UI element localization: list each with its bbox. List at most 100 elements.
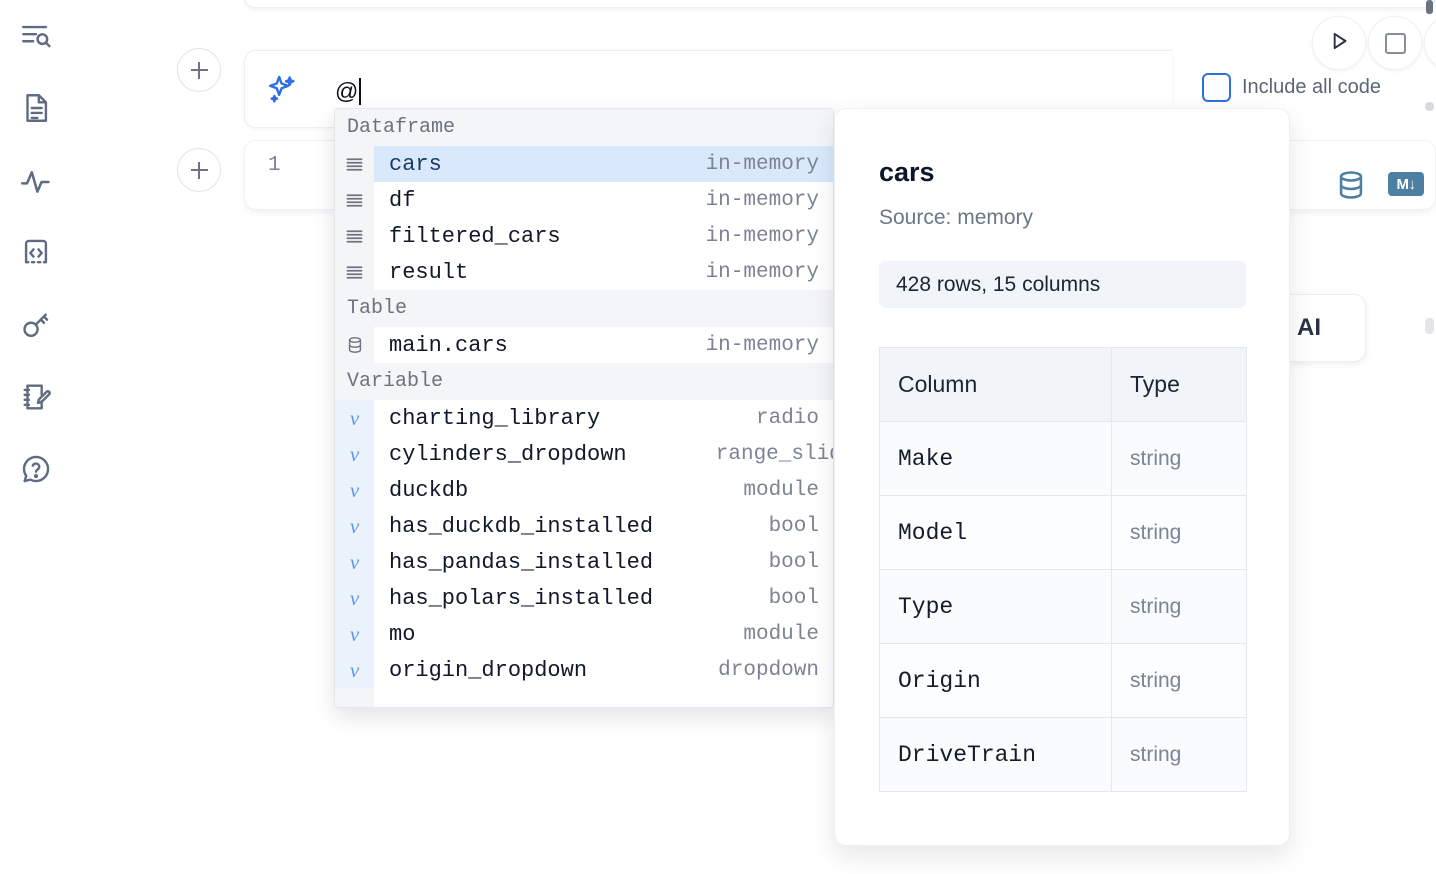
sidebar-item-activity[interactable]: [13, 159, 59, 205]
autocomplete-item[interactable]: v has_polars_installed bool: [335, 580, 833, 616]
dataframe-icon: [335, 218, 374, 254]
run-button[interactable]: [1312, 16, 1366, 70]
autocomplete-item-kind: in-memory: [705, 333, 819, 357]
cell-above-stub: [244, 0, 1436, 8]
notebook-pencil-icon: [19, 380, 53, 414]
autocomplete-item-kind: in-memory: [705, 260, 819, 284]
autocomplete-item-name: mo: [389, 621, 416, 647]
table-header-cell: Column: [879, 347, 1112, 422]
include-all-code-row[interactable]: Include all code: [1202, 73, 1381, 102]
table-header-cell: Type: [1111, 347, 1247, 422]
column-type-cell: string: [1111, 717, 1247, 792]
database-icon[interactable]: [1334, 168, 1368, 207]
variable-icon: v: [335, 652, 374, 688]
scrollbar-thumb[interactable]: [1425, 318, 1434, 334]
play-triangle-icon: [1326, 28, 1352, 59]
scrollbar-thumb-top[interactable]: [1426, 0, 1433, 14]
autocomplete-item[interactable]: filtered_cars in-memory: [335, 218, 833, 254]
autocomplete-item-kind: range_slider: [715, 442, 833, 466]
autocomplete-item-name: cars: [389, 151, 442, 177]
completion-doc-panel: cars Source: memory 428 rows, 15 columns…: [834, 108, 1290, 846]
variable-icon: v: [335, 544, 374, 580]
autocomplete-item[interactable]: cars in-memory: [335, 146, 833, 182]
autocomplete-item-name: df: [389, 187, 416, 213]
column-name-cell: Make: [879, 421, 1112, 496]
ai-prompt-value: @: [335, 78, 359, 104]
variable-icon: v: [335, 400, 374, 436]
help-question-icon: [19, 452, 53, 486]
autocomplete-item-kind: module: [743, 478, 819, 502]
sidebar-item-files[interactable]: [13, 85, 59, 131]
column-name-cell: Type: [879, 569, 1112, 644]
autocomplete-item[interactable]: df in-memory: [335, 182, 833, 218]
autocomplete-item-name: filtered_cars: [389, 223, 561, 249]
autocomplete-item-name: result: [389, 259, 469, 285]
dataframe-icon: [335, 254, 374, 290]
variable-icon: v: [335, 616, 374, 652]
autocomplete-item-kind: module: [743, 622, 819, 646]
variable-icon: v: [335, 436, 374, 472]
column-name-cell: DriveTrain: [879, 717, 1112, 792]
stop-square-icon: [1384, 32, 1406, 54]
include-all-code-label: Include all code: [1242, 76, 1381, 98]
document-icon: [19, 91, 53, 125]
autocomplete-group-header: Variable: [335, 363, 833, 400]
sidebar-item-snippets[interactable]: [13, 230, 59, 276]
markdown-icon[interactable]: M↓: [1388, 172, 1424, 196]
vertical-scrollbar[interactable]: [1425, 0, 1434, 874]
autocomplete-item-name: duckdb: [389, 477, 469, 503]
autocomplete-item-kind: in-memory: [705, 224, 819, 248]
autocomplete-item-kind: bool: [768, 586, 819, 610]
autocomplete-item-kind: bool: [768, 514, 819, 538]
line-number: 1: [268, 154, 281, 177]
autocomplete-item-kind: in-memory: [705, 152, 819, 176]
dataframe-icon: [335, 146, 374, 182]
markdown-badge-label: M↓: [1388, 172, 1424, 196]
autocomplete-item[interactable]: result in-memory: [335, 254, 833, 290]
add-cell-below-button[interactable]: [177, 148, 221, 192]
doc-title: cars: [879, 157, 935, 187]
variable-icon: v: [335, 580, 374, 616]
left-icon-rail: [0, 0, 72, 874]
autocomplete-item[interactable]: v cylinders_dropdown range_slider: [335, 436, 833, 472]
add-cell-above-button[interactable]: [177, 48, 221, 92]
key-icon: [19, 308, 53, 342]
autocomplete-item[interactable]: v has_pandas_installed bool: [335, 544, 833, 580]
doc-source: Source: memory: [879, 206, 1034, 229]
sidebar-item-secrets[interactable]: [13, 302, 59, 348]
stop-button[interactable]: [1368, 16, 1422, 70]
sidebar-item-scratchpad[interactable]: [13, 374, 59, 420]
scrollbar-mark: [1425, 102, 1434, 111]
autocomplete-item-name: has_polars_installed: [389, 585, 654, 611]
autocomplete-item-kind: dropdown: [718, 658, 819, 682]
autocomplete-item-name: cylinders_dropdown: [389, 441, 627, 467]
include-all-code-checkbox[interactable]: [1202, 73, 1231, 102]
sidebar-item-outline[interactable]: [13, 14, 59, 60]
autocomplete-item-name: has_pandas_installed: [389, 549, 654, 575]
column-type-cell: string: [1111, 495, 1247, 570]
autocomplete-item-kind: bool: [768, 550, 819, 574]
autocomplete-item-kind: in-memory: [705, 188, 819, 212]
column-name-cell: Origin: [879, 643, 1112, 718]
variable-icon: v: [335, 508, 374, 544]
variable-icon: v: [335, 472, 374, 508]
ai-prompt-input[interactable]: @: [335, 75, 362, 107]
autocomplete-group-header: Dataframe: [335, 109, 833, 146]
sidebar-item-help[interactable]: [13, 446, 59, 492]
column-type-cell: string: [1111, 569, 1247, 644]
